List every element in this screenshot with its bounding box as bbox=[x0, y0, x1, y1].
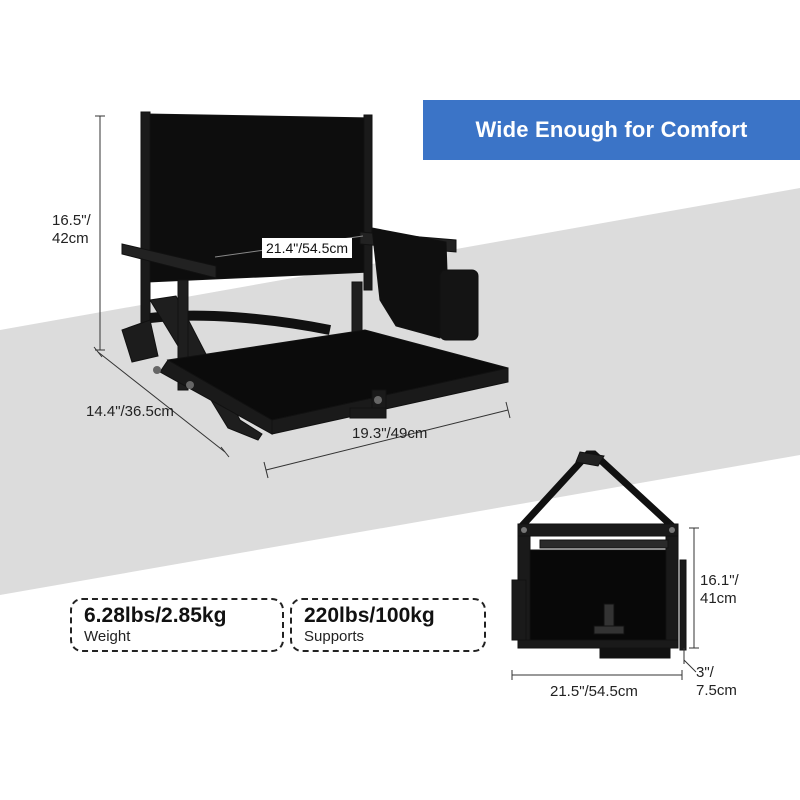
back-height-dimension: 16.5"/ 42cm bbox=[52, 212, 91, 248]
back-height-cm: 42cm bbox=[52, 230, 89, 247]
weight-label: Weight bbox=[84, 628, 131, 645]
folded-height-dimension: 16.1"/ 41cm bbox=[700, 572, 739, 608]
supports-value: 220lbs/100kg bbox=[304, 604, 435, 627]
cup-holder bbox=[439, 269, 479, 341]
seat-depth-dimension: 14.4"/36.5cm bbox=[86, 403, 174, 420]
supports-badge: 220lbs/100kg Supports bbox=[290, 598, 486, 652]
folded-height-inch: 16.1"/ bbox=[700, 572, 739, 589]
folded-thickness-cm: 7.5cm bbox=[696, 682, 737, 699]
left-armrest bbox=[121, 243, 217, 279]
folded-width-dimension: 21.5"/54.5cm bbox=[550, 683, 638, 700]
stadium-seat bbox=[121, 111, 509, 441]
weight-value: 6.28lbs/2.85kg bbox=[84, 604, 227, 627]
dimension-lines bbox=[93, 115, 511, 479]
supports-label: Supports bbox=[304, 628, 365, 645]
headline-text: Wide Enough for Comfort bbox=[475, 117, 748, 142]
folded-thickness-inch: 3"/ bbox=[696, 664, 714, 681]
folded-seat bbox=[511, 450, 687, 659]
seat-width-dimension: 19.3"/49cm bbox=[352, 425, 428, 442]
side-pouch bbox=[371, 227, 449, 339]
folded-height-cm: 41cm bbox=[700, 590, 737, 607]
folded-thickness-dimension: 3"/ 7.5cm bbox=[696, 664, 737, 700]
weight-badge: 6.28lbs/2.85kg Weight bbox=[70, 598, 284, 652]
back-height-inch: 16.5"/ bbox=[52, 212, 91, 229]
seat-width-label: 21.4"/54.5cm bbox=[262, 238, 353, 258]
headline-banner: Wide Enough for Comfort bbox=[423, 100, 800, 160]
